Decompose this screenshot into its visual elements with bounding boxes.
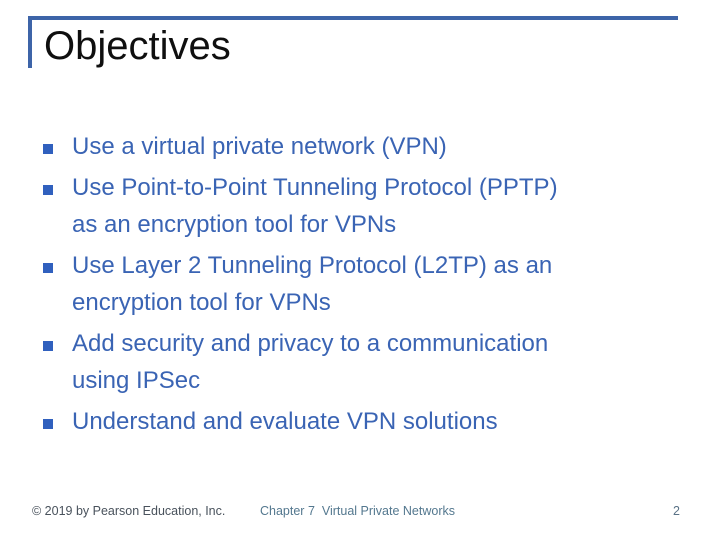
list-item: Understand and evaluate VPN solutions xyxy=(43,403,694,440)
title-accent-rule-horizontal xyxy=(28,16,678,20)
list-item: Add security and privacy to a communicat… xyxy=(43,325,694,399)
bullet-list: Use a virtual private network (VPN) Use … xyxy=(43,128,694,444)
list-item: Use a virtual private network (VPN) xyxy=(43,128,694,165)
bullet-square-icon xyxy=(43,419,53,429)
bullet-square-icon xyxy=(43,341,53,351)
bullet-text: Add security and privacy to a communicat… xyxy=(72,330,549,394)
bullet-text: Use a virtual private network (VPN) xyxy=(72,133,447,160)
bullet-text: Use Point-to-Point Tunneling Protocol (P… xyxy=(72,174,558,238)
list-item: Use Layer 2 Tunneling Protocol (L2TP) as… xyxy=(43,247,694,321)
footer-chapter-title: Chapter 7 Virtual Private Networks xyxy=(260,504,455,518)
slide-title: Objectives xyxy=(44,24,231,68)
bullet-text: Use Layer 2 Tunneling Protocol (L2TP) as… xyxy=(72,252,553,316)
bullet-text: Understand and evaluate VPN solutions xyxy=(72,408,498,435)
footer-page-number: 2 xyxy=(673,504,680,518)
list-item: Use Point-to-Point Tunneling Protocol (P… xyxy=(43,169,694,243)
bullet-square-icon xyxy=(43,185,53,195)
title-accent-rule-vertical xyxy=(28,16,32,68)
footer-copyright: © 2019 by Pearson Education, Inc. xyxy=(32,504,226,518)
bullet-square-icon xyxy=(43,144,53,154)
bullet-square-icon xyxy=(43,263,53,273)
